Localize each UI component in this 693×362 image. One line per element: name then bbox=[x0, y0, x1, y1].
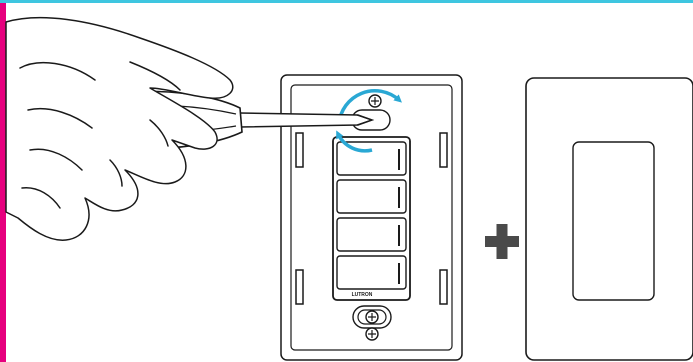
adapter-outer-frame bbox=[280, 74, 463, 361]
keypad-button-4 bbox=[336, 255, 407, 290]
keypad-button-3 bbox=[336, 217, 407, 252]
keypad-button-1 bbox=[336, 141, 407, 176]
keypad: LUTRON bbox=[332, 136, 411, 301]
screw-icon bbox=[365, 310, 379, 341]
wallplate-outer bbox=[525, 77, 693, 361]
screw-icon bbox=[368, 94, 382, 108]
adapter-tab-bottom-right bbox=[439, 269, 448, 305]
top-accent-line bbox=[0, 0, 693, 3]
adapter-tab-top-right bbox=[439, 132, 448, 168]
wallplate-opening bbox=[572, 141, 655, 301]
adapter-inner-frame bbox=[290, 84, 453, 351]
left-accent-bar bbox=[0, 0, 6, 362]
hand-icon bbox=[5, 16, 234, 241]
keypad-button-2 bbox=[336, 179, 407, 214]
wallplate-adapter bbox=[280, 74, 463, 361]
adapter-tab-top-left bbox=[295, 132, 304, 168]
wallplate-cover bbox=[525, 77, 693, 361]
plus-icon bbox=[485, 224, 519, 259]
adapter-tab-bottom-left bbox=[295, 269, 304, 305]
brand-label: LUTRON bbox=[352, 292, 373, 298]
